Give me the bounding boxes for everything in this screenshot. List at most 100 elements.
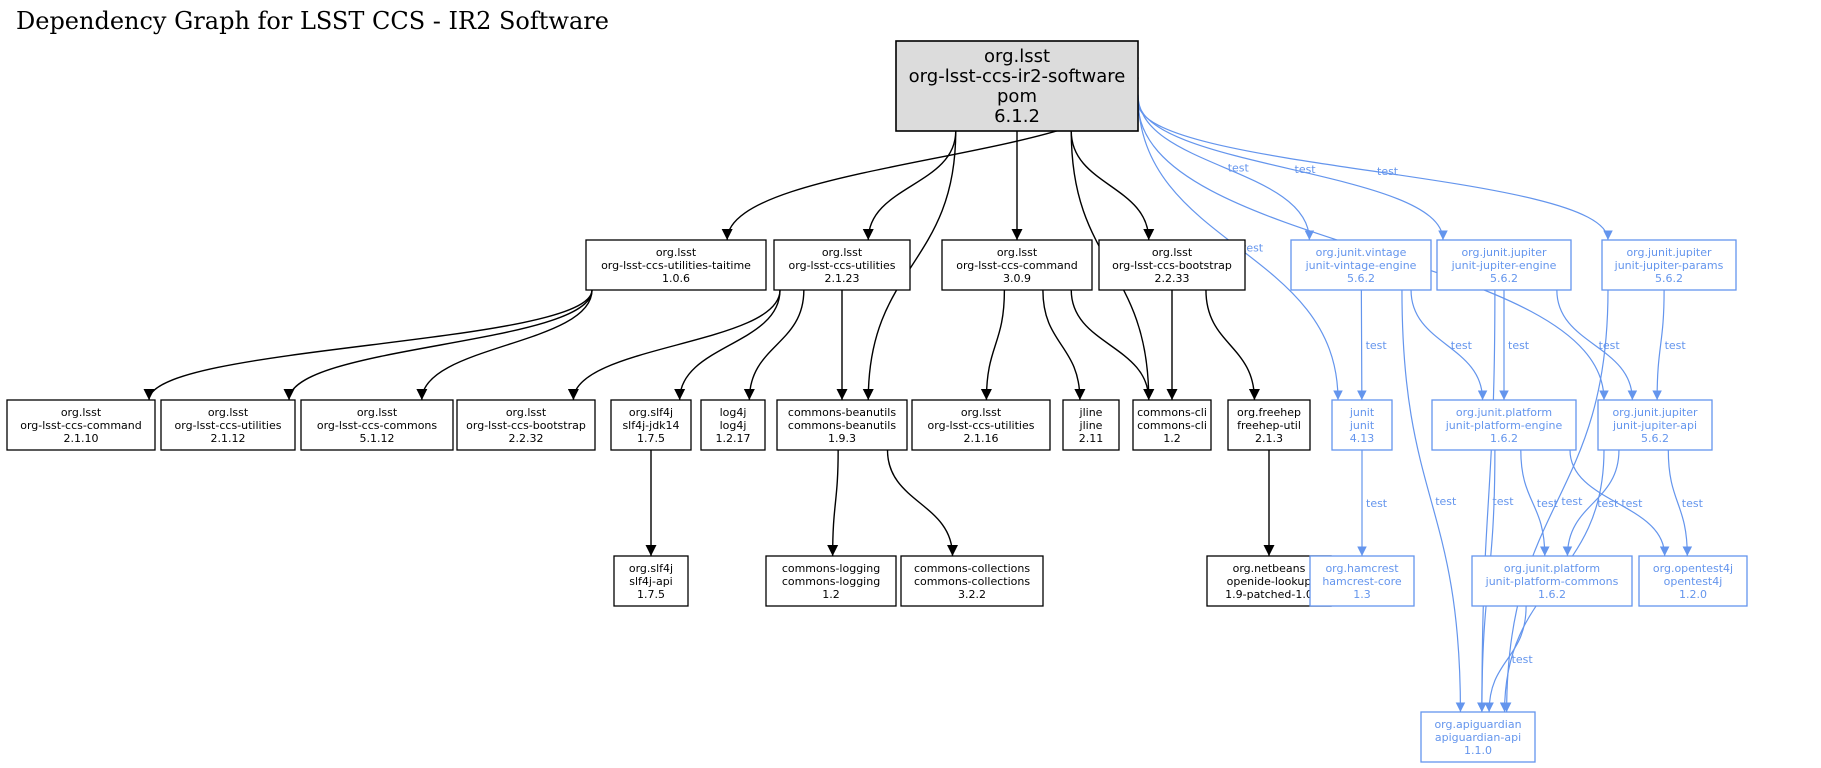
node-box — [1290, 239, 1432, 291]
edge-root-to-beanutils — [862, 130, 957, 401]
node-box — [1132, 399, 1212, 451]
node-label-line: 5.1.12 — [360, 432, 395, 445]
node-label-line: 5.6.2 — [1490, 272, 1518, 285]
node-label-line: org-lsst-ccs-utilities — [928, 419, 1035, 432]
node-label-line: jline — [1079, 419, 1103, 432]
node-label-line: org-lsst-ccs-bootstrap — [1112, 259, 1232, 272]
node-label-line: commons-beanutils — [788, 419, 896, 432]
edge-beanutils-to-logging — [827, 449, 839, 557]
edge-jupapi-to-opentest4j — [1667, 449, 1693, 557]
node-label-line: commons-cli — [1137, 406, 1207, 419]
node-box — [1331, 399, 1393, 451]
node-taitime[interactable]: org.lsstorg-lsst-ccs-utilities-taitime1.… — [585, 239, 767, 291]
node-label-line: 2.2.32 — [509, 432, 544, 445]
node-label-line: 1.6.2 — [1490, 432, 1518, 445]
edge-label: test — [1621, 497, 1643, 510]
node-label-line: junit-jupiter-engine — [1451, 259, 1557, 272]
edge-label: test — [1508, 339, 1530, 352]
node-root[interactable]: org.lsstorg-lsst-ccs-ir2-softwarepom6.1.… — [895, 40, 1139, 132]
edge-jupeng-to-jupapi — [1556, 289, 1638, 401]
node-label-line: org.hamcrest — [1325, 562, 1399, 575]
node-label-line: org.junit.jupiter — [1461, 246, 1547, 259]
edge-label: test — [1599, 339, 1621, 352]
node-label-line: 1.2.0 — [1679, 588, 1707, 601]
node-platcommons[interactable]: org.junit.platformjunit-platform-commons… — [1471, 555, 1633, 607]
node-box — [895, 40, 1139, 132]
edge-root-to-jupeng — [1137, 98, 1448, 241]
node-box — [911, 399, 1051, 451]
node-label-line: org.netbeans — [1233, 562, 1306, 575]
node-box — [1098, 239, 1246, 291]
edge-util2123-to-boot2232 — [567, 289, 781, 401]
node-box — [941, 239, 1093, 291]
node-label-line: 1.1.0 — [1464, 744, 1492, 757]
edge-label: test — [1512, 653, 1534, 666]
node-label-line: junit-platform-engine — [1445, 419, 1563, 432]
node-netbeans[interactable]: org.netbeansopenide-lookup1.9-patched-1.… — [1206, 555, 1332, 607]
node-label-line: commons-beanutils — [788, 406, 896, 419]
node-label-line: apiguardian-api — [1435, 731, 1521, 744]
edge-label: test — [1492, 495, 1514, 508]
edge-vintage-to-platengine — [1410, 289, 1488, 401]
node-box — [1601, 239, 1737, 291]
node-label-line: pom — [997, 86, 1037, 107]
node-box — [585, 239, 767, 291]
node-label-line: org.lsst — [357, 406, 398, 419]
node-label-line: slf4j-api — [629, 575, 672, 588]
node-label-line: org-lsst-ccs-utilities-taitime — [601, 259, 751, 272]
node-collections[interactable]: commons-collectionscommons-collections3.… — [900, 555, 1044, 607]
nodes: org.lsstorg-lsst-ccs-ir2-softwarepom6.1.… — [6, 40, 1748, 763]
node-jupeng[interactable]: org.junit.jupiterjunit-jupiter-engine5.6… — [1436, 239, 1572, 291]
node-box — [765, 555, 897, 607]
node-label-line: org.lsst — [984, 46, 1050, 67]
node-label-line: 1.2 — [1163, 432, 1181, 445]
node-label-line: freehep-util — [1237, 419, 1301, 432]
node-label-line: org.freehep — [1237, 406, 1301, 419]
edge-taitime-to-commons5112 — [416, 289, 593, 401]
node-platengine[interactable]: org.junit.platformjunit-platform-engine1… — [1431, 399, 1577, 451]
edge-platengine-to-platcommons — [1520, 449, 1550, 557]
node-label-line: org.lsst — [961, 406, 1002, 419]
node-label-line: 1.9-patched-1.0 — [1225, 588, 1313, 601]
node-label-line: org-lsst-ccs-utilities — [175, 419, 282, 432]
node-label-line: org.junit.platform — [1504, 562, 1600, 575]
node-label-line: org-lsst-ccs-commons — [317, 419, 438, 432]
node-label-line: org-lsst-ccs-command — [20, 419, 142, 432]
node-vintage[interactable]: org.junit.vintagejunit-vintage-engine5.6… — [1290, 239, 1432, 291]
edge-vintage-to-apiguardian — [1401, 289, 1466, 713]
node-label-line: log4j — [720, 419, 747, 432]
edge-boot2233-to-freehep — [1205, 289, 1261, 401]
node-label-line: org.junit.vintage — [1316, 246, 1407, 259]
node-box — [160, 399, 296, 451]
edge-cmd309-to-jline — [1042, 289, 1086, 401]
node-label-line: 2.1.16 — [964, 432, 999, 445]
node-label-line: 3.0.9 — [1003, 272, 1031, 285]
node-jupparams[interactable]: org.junit.jupiterjunit-jupiter-params5.6… — [1601, 239, 1737, 291]
edge-vintage-to-junit — [1357, 289, 1367, 401]
node-label-line: org-lsst-ccs-ir2-software — [909, 66, 1126, 87]
node-label-line: hamcrest-core — [1322, 575, 1402, 588]
node-label-line: 3.2.2 — [958, 588, 986, 601]
